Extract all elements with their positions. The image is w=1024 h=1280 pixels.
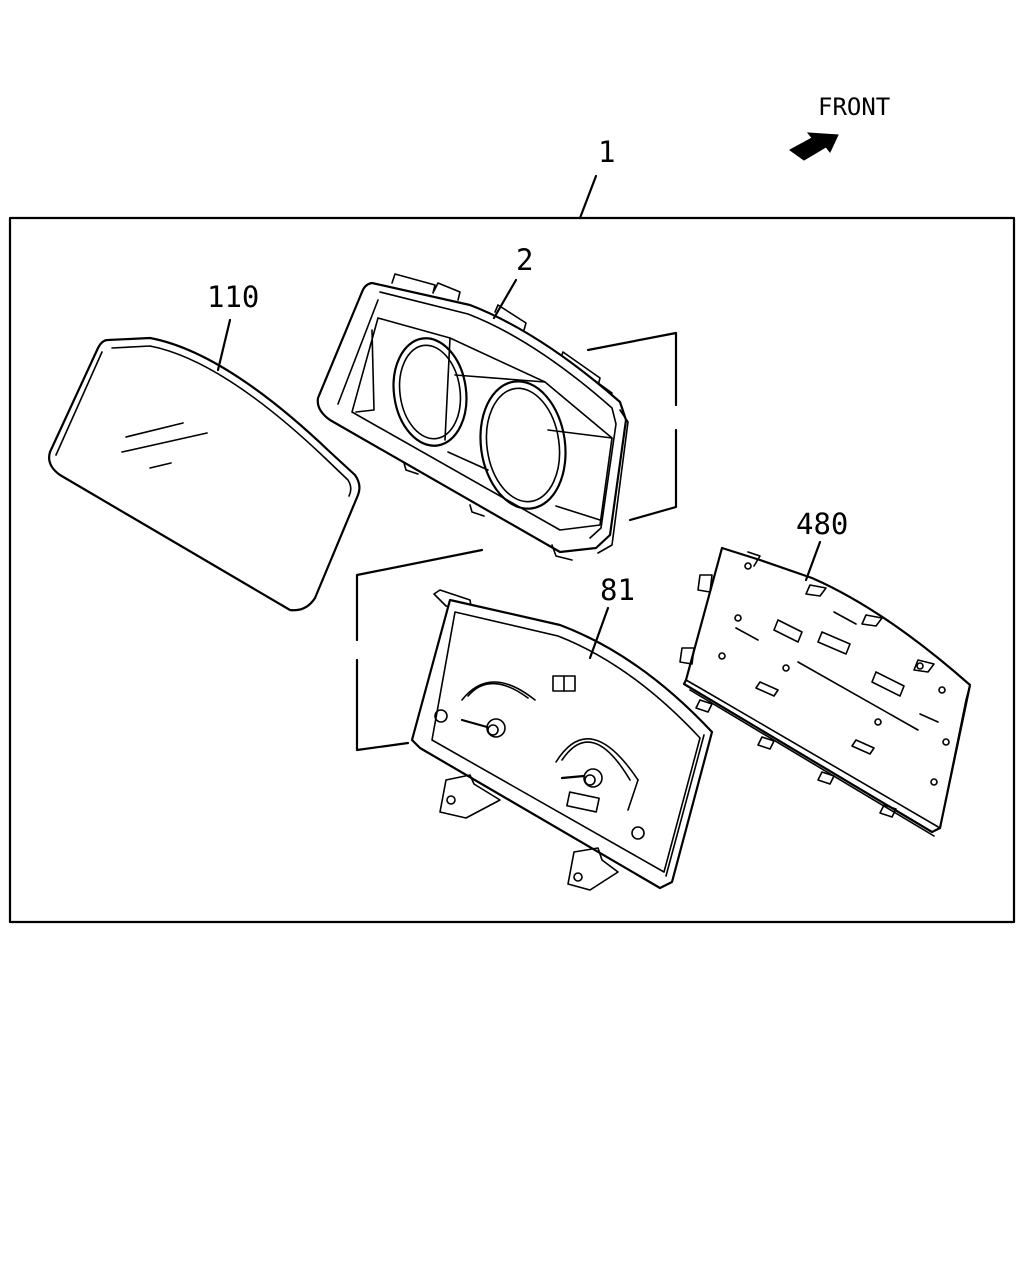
front-label: FRONT	[818, 93, 890, 121]
bezel-part	[316, 273, 629, 561]
callout-lens: 110	[207, 280, 259, 372]
callout-lens-label: 110	[207, 280, 259, 314]
explode-lines	[355, 331, 678, 752]
callout-circuit-board-label: 480	[796, 507, 848, 541]
callout-dial-panel-label: 81	[600, 573, 635, 607]
callout-bezel-label: 2	[516, 243, 533, 277]
circuit-board-part	[679, 546, 972, 837]
lens-part	[48, 336, 361, 612]
callout-circuit-board: 480	[796, 507, 848, 582]
dial-panel-part	[410, 589, 714, 891]
callout-assembly: 1	[578, 135, 615, 220]
front-indicator: FRONT	[789, 93, 890, 161]
callout-assembly-label: 1	[598, 135, 615, 169]
callout-bezel: 2	[492, 243, 533, 320]
callout-dial-panel: 81	[588, 573, 635, 660]
front-arrow-icon	[789, 132, 839, 161]
assembly-frame	[8, 216, 1016, 924]
